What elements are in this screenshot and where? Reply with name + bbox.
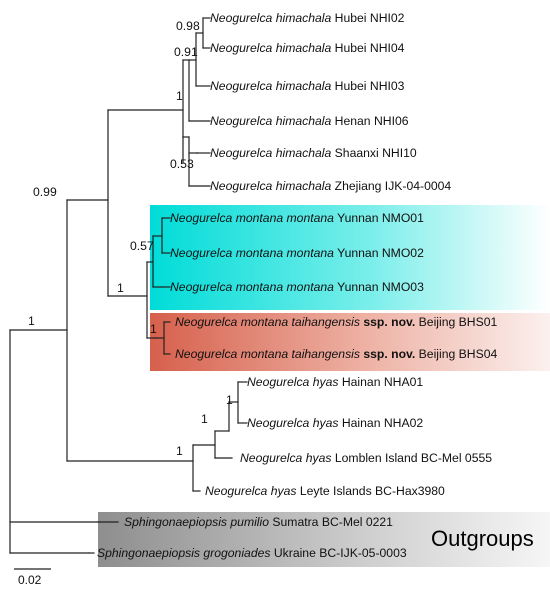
outgroups-label: Outgroups bbox=[431, 526, 534, 551]
tip-locality: Hubei NHI04 bbox=[331, 41, 404, 55]
tip-taxon: Neogurelca himachala bbox=[210, 179, 331, 193]
support-value: 1 bbox=[226, 393, 233, 407]
tip-locality: Beijing BHS04 bbox=[415, 347, 497, 361]
support-value: 0.91 bbox=[174, 45, 198, 59]
tip-taxon: Neogurelca himachala bbox=[210, 146, 331, 160]
tree-branches bbox=[9, 17, 248, 554]
tip-label: Neogurelca montana taihangensis ssp. nov… bbox=[175, 315, 497, 329]
tip-locality: Hubei NHI02 bbox=[331, 11, 404, 25]
tip-locality: Henan NHI06 bbox=[331, 114, 408, 128]
support-value: 0.57 bbox=[130, 239, 154, 253]
tip-locality: Hubei NHI03 bbox=[331, 79, 404, 93]
tip-note: ssp. nov. bbox=[360, 347, 415, 361]
tip-label: Neogurelca hyas Hainan NHA02 bbox=[247, 416, 423, 430]
tip-taxon: Neogurelca himachala bbox=[210, 79, 331, 93]
tip-label: Neogurelca himachala Hubei NHI03 bbox=[210, 79, 405, 93]
tip-label: Neogurelca hyas Lomblen Island BC-Mel 05… bbox=[240, 451, 492, 465]
tip-locality: Ukraine BC-IJK-05-0003 bbox=[270, 546, 406, 560]
tip-taxon: Neogurelca himachala bbox=[210, 11, 331, 25]
support-value: 1 bbox=[176, 89, 183, 103]
support-values: 0.98 0.91 1 0.53 0.99 0.57 1 1 1 1 1 1 bbox=[28, 19, 233, 458]
support-value: 1 bbox=[28, 314, 35, 328]
tip-labels: Neogurelca himachala Hubei NHI02Neogurel… bbox=[97, 11, 497, 560]
tip-taxon: Neogurelca montana taihangensis bbox=[175, 315, 360, 329]
support-value: 1 bbox=[201, 412, 208, 426]
tip-label: Neogurelca himachala Hubei NHI04 bbox=[210, 41, 405, 55]
tip-taxon: Neogurelca hyas bbox=[247, 416, 338, 430]
tip-locality: Hainan NHA01 bbox=[338, 375, 423, 389]
tip-label: Neogurelca montana montana Yunnan NMO01 bbox=[170, 211, 424, 225]
tip-locality: Beijing BHS01 bbox=[415, 315, 497, 329]
montana-montana-highlight bbox=[150, 205, 550, 310]
tip-taxon: Sphingonaepiopsis grogoniades bbox=[97, 546, 270, 560]
tip-taxon: Neogurelca montana montana bbox=[170, 211, 334, 225]
support-value: 0.98 bbox=[176, 19, 200, 33]
support-value: 0.53 bbox=[170, 157, 194, 171]
tip-taxon: Neogurelca hyas bbox=[240, 451, 331, 465]
tip-taxon: Neogurelca hyas bbox=[247, 375, 338, 389]
tip-taxon: Neogurelca himachala bbox=[210, 41, 331, 55]
tip-taxon: Neogurelca montana taihangensis bbox=[175, 347, 360, 361]
tip-note: ssp. nov. bbox=[360, 315, 415, 329]
tip-label: Neogurelca himachala Zhejiang IJK-04-000… bbox=[210, 179, 451, 193]
tip-label: Sphingonaepiopsis grogoniades Ukraine BC… bbox=[97, 546, 407, 560]
tip-label: Neogurelca montana montana Yunnan NMO02 bbox=[170, 246, 424, 260]
tip-locality: Leyte Islands BC-Hax3980 bbox=[296, 484, 445, 498]
tip-label: Neogurelca montana montana Yunnan NMO03 bbox=[170, 280, 424, 294]
support-value: 1 bbox=[176, 444, 183, 458]
support-value: 1 bbox=[150, 322, 157, 336]
tip-taxon: Sphingonaepiopsis pumilio bbox=[124, 515, 269, 529]
tip-taxon: Neogurelca himachala bbox=[210, 114, 331, 128]
tip-locality: Hainan NHA02 bbox=[338, 416, 423, 430]
tip-label: Sphingonaepiopsis pumilio Sumatra BC-Mel… bbox=[124, 515, 393, 529]
scale-label: 0.02 bbox=[18, 573, 42, 587]
tip-locality: Sumatra BC-Mel 0221 bbox=[269, 515, 393, 529]
tip-label: Neogurelca himachala Shaanxi NHI10 bbox=[210, 146, 417, 160]
support-value: 0.99 bbox=[33, 185, 57, 199]
tip-locality: Yunnan NMO02 bbox=[334, 246, 424, 260]
tip-locality: Zhejiang IJK-04-0004 bbox=[331, 179, 451, 193]
tip-locality: Yunnan NMO03 bbox=[334, 280, 424, 294]
tip-locality: Shaanxi NHI10 bbox=[331, 146, 417, 160]
tip-taxon: Neogurelca hyas bbox=[205, 484, 296, 498]
tip-label: Neogurelca hyas Hainan NHA01 bbox=[247, 375, 423, 389]
tip-label: Neogurelca hyas Leyte Islands BC-Hax3980 bbox=[205, 484, 445, 498]
tip-label: Neogurelca montana taihangensis ssp. nov… bbox=[175, 347, 497, 361]
tip-locality: Yunnan NMO01 bbox=[334, 211, 424, 225]
tip-label: Neogurelca himachala Henan NHI06 bbox=[210, 114, 409, 128]
tip-taxon: Neogurelca montana montana bbox=[170, 246, 334, 260]
tip-locality: Lomblen Island BC-Mel 0555 bbox=[331, 451, 492, 465]
tip-label: Neogurelca himachala Hubei NHI02 bbox=[210, 11, 405, 25]
support-value: 1 bbox=[117, 281, 124, 295]
montana-taihangensis-highlight bbox=[150, 313, 550, 371]
tip-taxon: Neogurelca montana montana bbox=[170, 280, 334, 294]
outgroups-highlight bbox=[98, 512, 550, 567]
